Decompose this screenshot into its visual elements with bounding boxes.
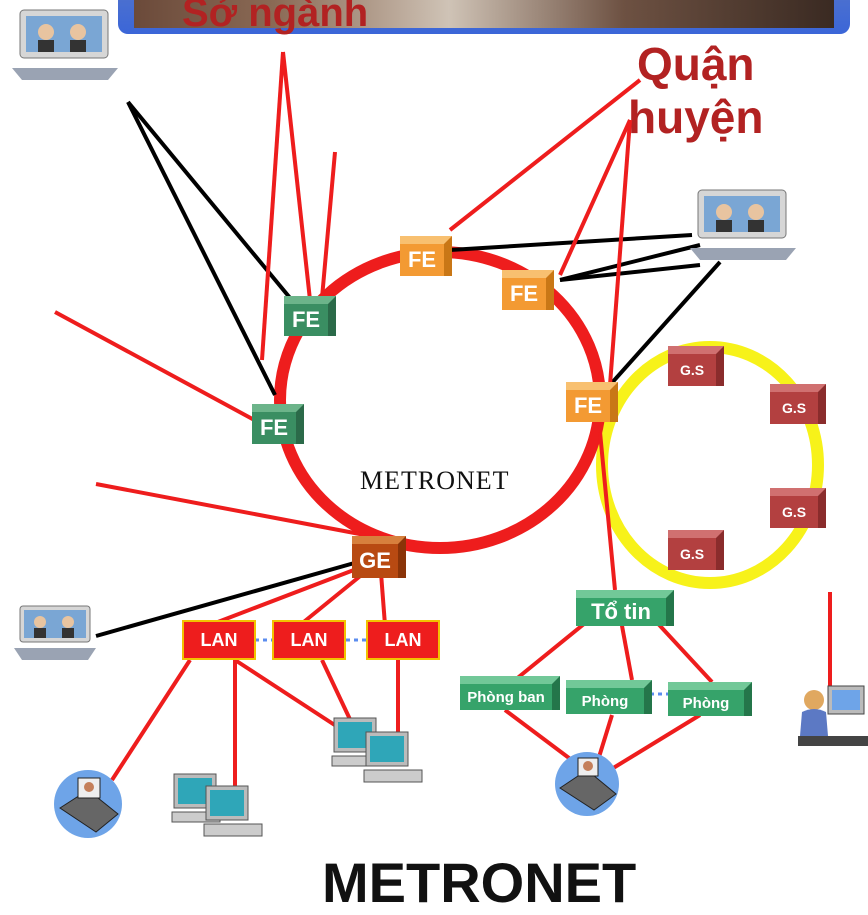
ip-phone-icon: [555, 752, 619, 816]
videoconference-terminal-icon: [12, 9, 118, 80]
operator-at-desk-icon: [798, 685, 868, 746]
gs-node: G.S: [770, 384, 826, 424]
diagram-title: METRONET: [322, 851, 637, 914]
metronet-center-label: METRONET: [360, 466, 510, 495]
ip-phone-icon: [54, 770, 122, 838]
gs-node: G.S: [668, 346, 724, 386]
ge-node: GE: [352, 536, 406, 578]
desktop-computer-icon: [331, 717, 423, 783]
fe-node: FE: [284, 296, 336, 336]
lan-node: LAN: [182, 620, 256, 660]
fe-node: FE: [566, 382, 618, 422]
lan-node: LAN: [272, 620, 346, 660]
lan-node: LAN: [366, 620, 440, 660]
top-banner: [118, 0, 850, 34]
videoconference-terminal-icon: [690, 189, 796, 260]
so-nganh-label: Sở ngành: [182, 0, 369, 35]
fe-node: FE: [252, 404, 304, 444]
phong-node: Phòng: [668, 682, 752, 716]
fe-node: FE: [502, 270, 554, 310]
phong-ban-node: Phòng ban: [460, 676, 560, 710]
videoconference-terminal-icon: [14, 605, 96, 660]
fe-node: FE: [400, 236, 452, 276]
desktop-computer-icon: [171, 773, 263, 837]
gs-node: G.S: [668, 530, 724, 570]
gs-node: G.S: [770, 488, 826, 528]
banner-photo: [134, 0, 834, 28]
phong-node: Phòng: [566, 680, 652, 714]
quan-huyen-label: Quận huyện: [628, 38, 764, 143]
to-tin-node: Tổ tin: [576, 590, 674, 626]
